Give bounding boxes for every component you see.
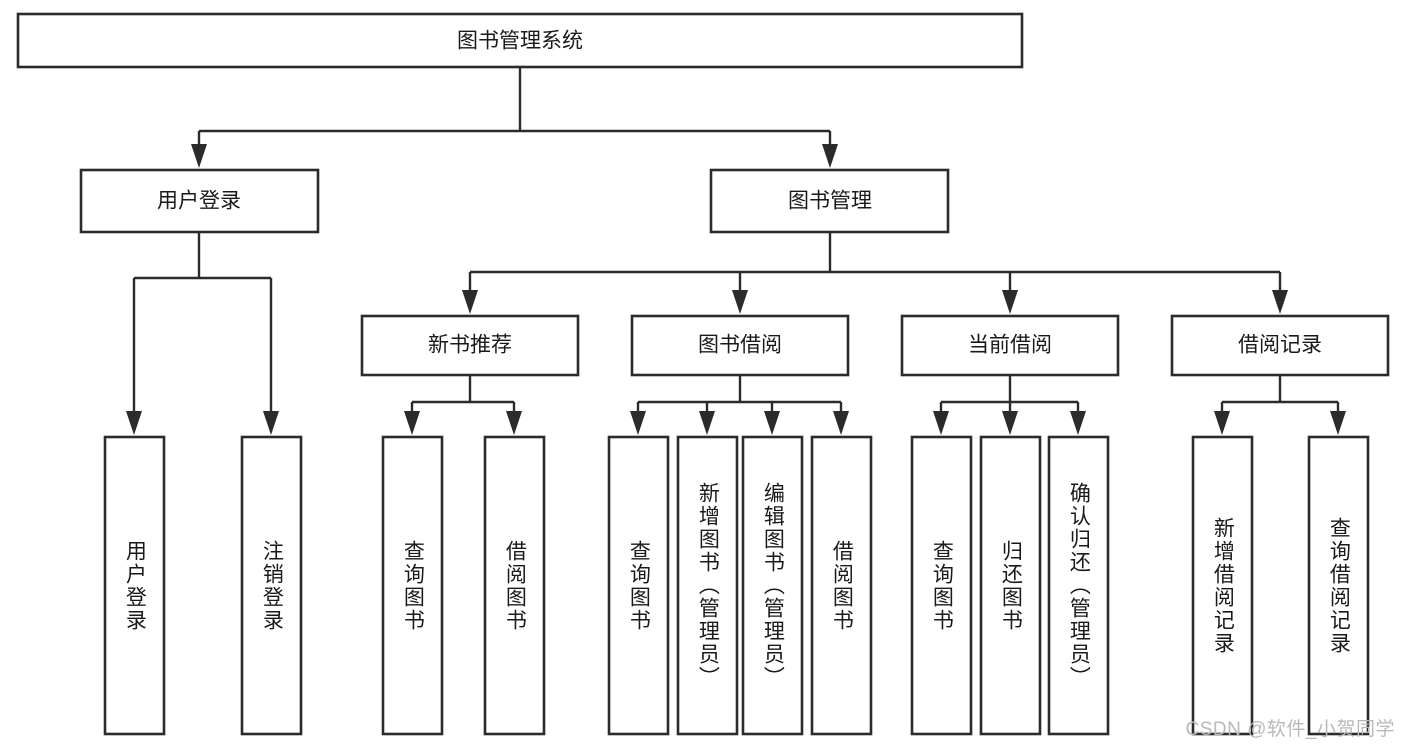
node-new-book-recommend-box[interactable]	[360, 314, 580, 377]
node-borrow-record[interactable]: 借阅记录	[1170, 314, 1390, 377]
node-book-borrow-box[interactable]	[630, 314, 850, 377]
leaf-boxes-book-borrow	[607, 435, 873, 736]
arrow-head-leaf-user-login-1	[126, 411, 142, 435]
arrow-head-leaf-br-1	[1214, 411, 1230, 435]
arrow-head-new-book-recommend	[462, 290, 478, 314]
node-new-book-recommend[interactable]: 新书推荐	[360, 314, 580, 377]
node-current-borrow-label: 当前借阅	[968, 334, 1052, 357]
arrow-head-leaf-bb-1	[630, 411, 646, 435]
arrow-head-leaf-bb-2	[699, 411, 715, 435]
node-root-label: 图书管理系统	[457, 30, 583, 53]
node-book-manage-label: 图书管理	[788, 190, 872, 213]
leaf-box-user-login-2[interactable]	[240, 435, 303, 736]
leaf-box-br-2[interactable]	[1307, 435, 1370, 736]
node-user-login[interactable]: 用户登录	[79, 168, 320, 234]
leaf-box-bb-2[interactable]	[676, 435, 739, 736]
leaf-box-br-1[interactable]	[1191, 435, 1254, 736]
arrow-head-leaf-cb-3	[1070, 411, 1086, 435]
arrow-head-borrow-record	[1272, 290, 1288, 314]
leaf-box-bb-3[interactable]	[741, 435, 804, 736]
arrow-head-leaf-br-2	[1330, 411, 1346, 435]
arrow-head-leaf-user-login-2	[263, 411, 279, 435]
arrow-head-leaf-nbr-1	[404, 411, 420, 435]
node-user-login-label: 用户登录	[157, 190, 241, 213]
node-current-borrow-box[interactable]	[900, 314, 1120, 377]
node-book-borrow-label: 图书借阅	[698, 334, 782, 357]
connector-group-book-manage	[462, 232, 1288, 314]
node-book-manage-box[interactable]	[709, 168, 950, 234]
leaf-box-cb-3[interactable]	[1047, 435, 1110, 736]
node-new-book-recommend-label: 新书推荐	[428, 334, 512, 357]
connector-group-new-book-recommend	[404, 375, 522, 435]
node-root[interactable]: 图书管理系统	[16, 12, 1024, 69]
leaf-box-cb-2[interactable]	[979, 435, 1042, 736]
node-user-login-box[interactable]	[79, 168, 320, 234]
node-borrow-record-box[interactable]	[1170, 314, 1390, 377]
arrow-head-current-borrow	[1002, 290, 1018, 314]
connector-group-root	[191, 67, 838, 168]
arrow-head-user-login	[191, 144, 207, 168]
leaf-boxes-borrow-record	[1191, 435, 1370, 736]
leaf-box-nbr-1[interactable]	[381, 435, 444, 736]
connector-group-borrow-record	[1214, 375, 1346, 435]
arrow-head-leaf-cb-1	[933, 411, 949, 435]
node-book-manage[interactable]: 图书管理	[709, 168, 950, 234]
arrow-head-leaf-cb-2	[1002, 411, 1018, 435]
leaf-box-bb-1[interactable]	[607, 435, 670, 736]
arrow-head-book-borrow	[732, 290, 748, 314]
leaf-boxes-current-borrow	[910, 435, 1110, 736]
arrow-head-leaf-bb-3	[764, 411, 780, 435]
leaf-boxes-user-login	[103, 435, 303, 736]
connector-group-user-login	[126, 232, 279, 435]
leaf-boxes-new-book-recommend	[381, 435, 546, 736]
connector-group-current-borrow	[933, 375, 1086, 435]
arrow-head-leaf-nbr-2	[506, 411, 522, 435]
arrow-head-book-manage	[822, 144, 838, 168]
arrow-head-leaf-bb-4	[833, 411, 849, 435]
leaf-box-user-login-1[interactable]	[103, 435, 166, 736]
node-current-borrow[interactable]: 当前借阅	[900, 314, 1120, 377]
connector-group-book-borrow	[630, 375, 849, 435]
watermark-text: CSDN @软件_小贺同学	[1185, 719, 1395, 740]
node-root-box[interactable]	[16, 12, 1024, 69]
leaf-box-bb-4[interactable]	[810, 435, 873, 736]
leaf-box-nbr-2[interactable]	[483, 435, 546, 736]
node-borrow-record-label: 借阅记录	[1238, 334, 1322, 357]
node-book-borrow[interactable]: 图书借阅	[630, 314, 850, 377]
leaf-box-cb-1[interactable]	[910, 435, 973, 736]
